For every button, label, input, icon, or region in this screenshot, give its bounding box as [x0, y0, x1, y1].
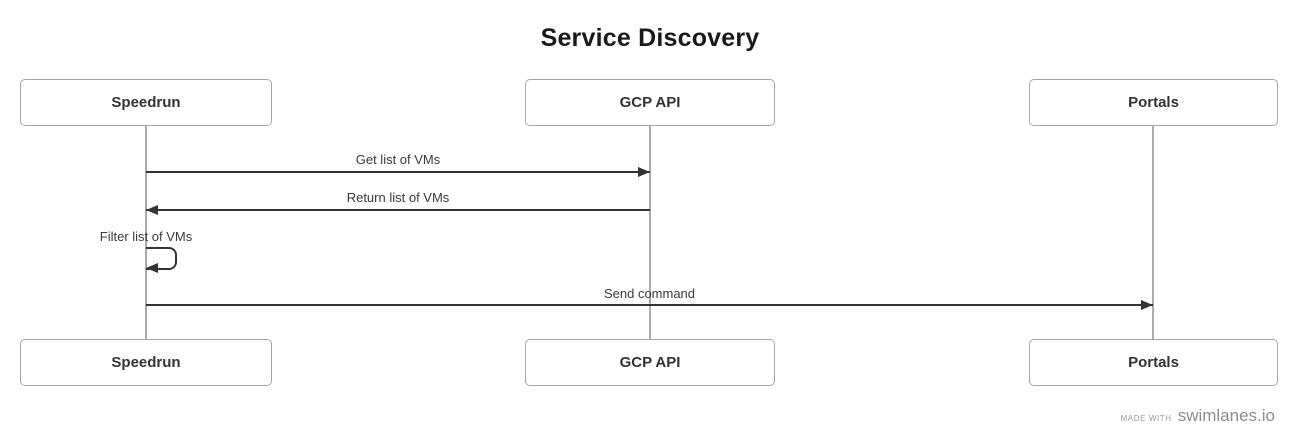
lifeline-portals [1152, 126, 1154, 339]
arrowhead-left-icon [146, 205, 158, 215]
actor-label: Portals [1128, 94, 1179, 111]
message-label-filter-list-of-vms: Filter list of VMs [99, 229, 193, 244]
actor-box-portals-bottom: Portals [1029, 339, 1278, 386]
self-message-loop [146, 247, 177, 270]
message-label-get-list-of-vms: Get list of VMs [355, 152, 441, 167]
diagram-title: Service Discovery [540, 24, 760, 52]
actor-label: GCP API [619, 94, 681, 111]
actor-label: GCP API [619, 354, 681, 371]
actor-label: Speedrun [111, 94, 181, 111]
arrowhead-left-icon [146, 263, 158, 273]
arrowhead-right-icon [1141, 300, 1153, 310]
message-line-get-list-of-vms [146, 171, 650, 173]
message-line-return-list-of-vms [146, 209, 650, 211]
message-label-send-command: Send command [603, 286, 696, 301]
actor-label: Speedrun [111, 354, 181, 371]
message-line-send-command [146, 304, 1153, 306]
actor-box-speedrun-bottom: Speedrun [20, 339, 272, 386]
made-with-label: MADE WITH [1120, 414, 1172, 423]
lifeline-speedrun [145, 126, 147, 339]
arrowhead-right-icon [638, 167, 650, 177]
actor-box-gcp-api-bottom: GCP API [525, 339, 775, 386]
actor-box-portals-top: Portals [1029, 79, 1278, 126]
swimlanes-logo-text: swimlanes.io [1177, 406, 1275, 425]
swimlanes-brand-link[interactable]: MADE WITH swimlanes.io [1121, 406, 1276, 426]
actor-box-gcp-api-top: GCP API [525, 79, 775, 126]
actor-box-speedrun-top: Speedrun [20, 79, 272, 126]
actor-label: Portals [1128, 354, 1179, 371]
lifeline-gcp-api [649, 126, 651, 339]
message-label-return-list-of-vms: Return list of VMs [346, 190, 450, 205]
